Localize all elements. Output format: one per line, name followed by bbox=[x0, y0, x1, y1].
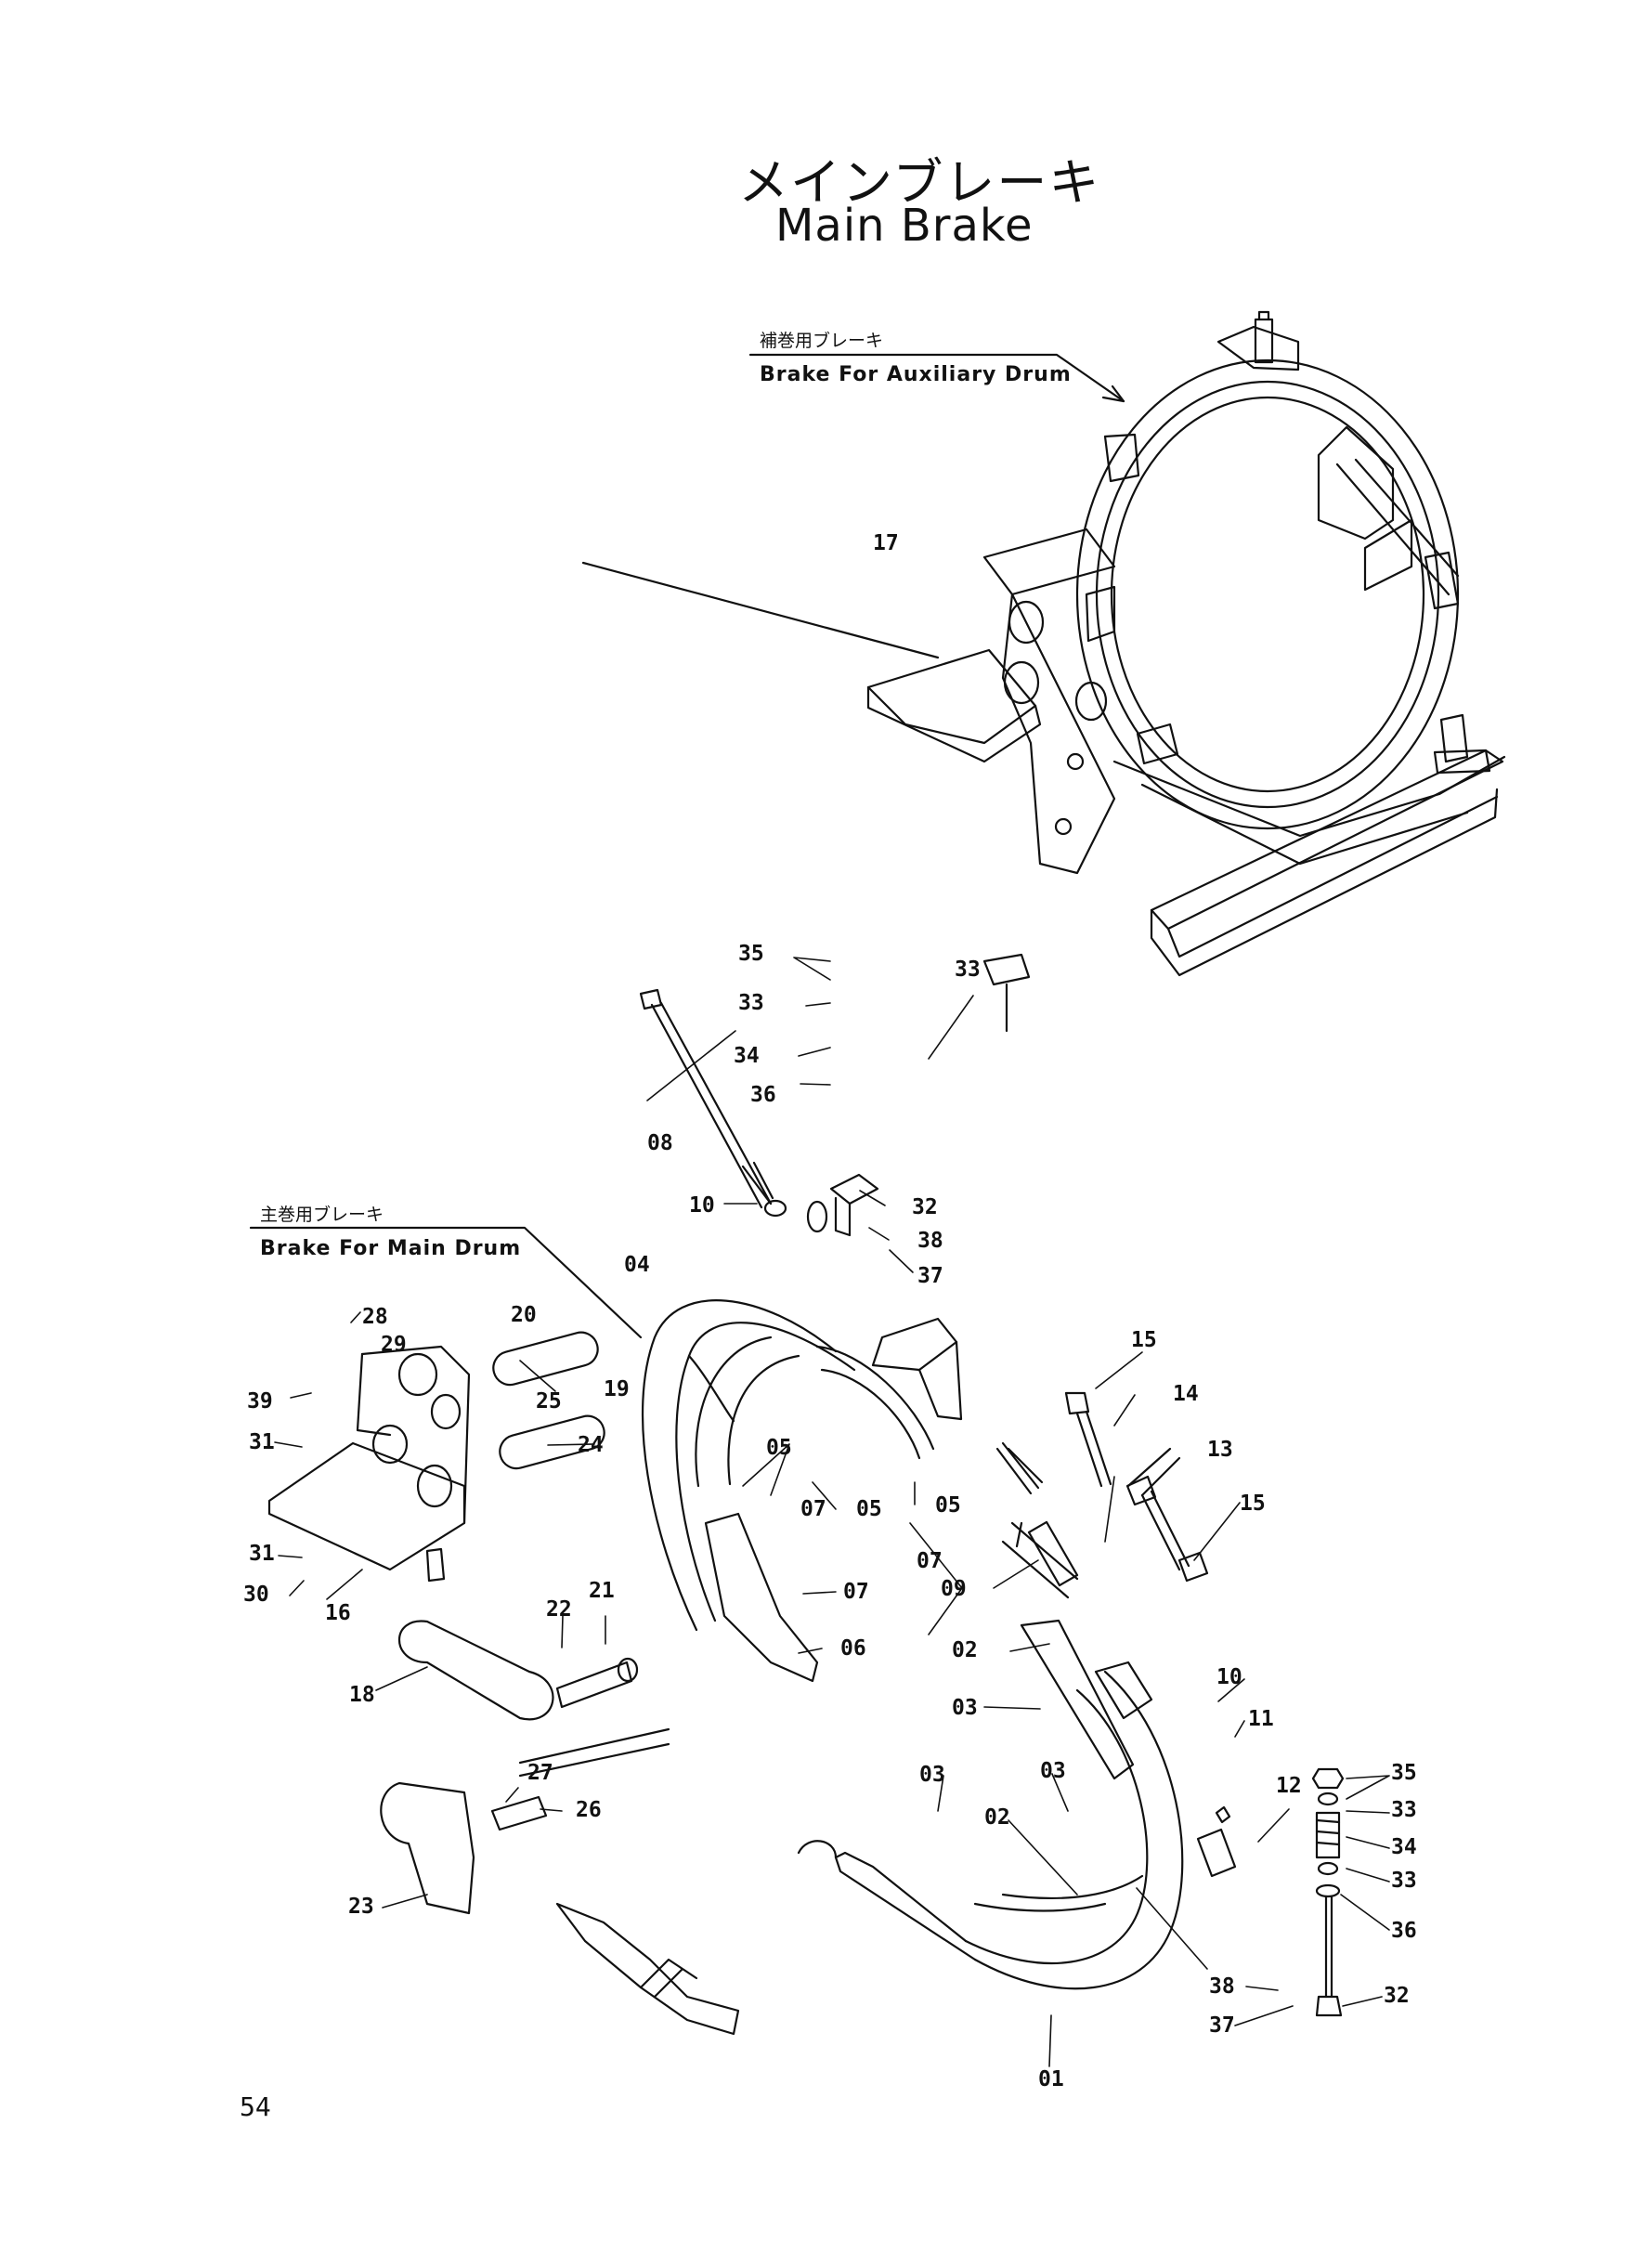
part-label: 28 bbox=[362, 1305, 388, 1329]
leader-lines bbox=[274, 957, 1390, 2067]
part-label: 13 bbox=[1207, 1438, 1233, 1462]
part-label: 10 bbox=[689, 1193, 715, 1218]
part-label: 25 bbox=[536, 1389, 562, 1414]
part-label: 19 bbox=[604, 1377, 630, 1401]
part-label: 11 bbox=[1248, 1707, 1274, 1731]
main-brake-caption: 主巻用ブレーキ Brake For Main Drum bbox=[260, 1201, 521, 1260]
part-label: 12 bbox=[1276, 1774, 1302, 1798]
main-brake-caption-en: Brake For Main Drum bbox=[260, 1237, 522, 1260]
part-label: 03 bbox=[952, 1696, 978, 1720]
part-label: 15 bbox=[1131, 1328, 1157, 1352]
part-label: 24 bbox=[578, 1433, 604, 1457]
aux-brake-caption-en: Brake For Auxiliary Drum bbox=[760, 363, 1072, 386]
part-label: 14 bbox=[1173, 1382, 1199, 1406]
part-label: 38 bbox=[917, 1229, 943, 1253]
aux-brake-caption: 補巻用ブレーキ Brake For Auxiliary Drum bbox=[760, 327, 1072, 386]
part-label: 05 bbox=[856, 1497, 882, 1521]
part-label: 32 bbox=[1384, 1984, 1410, 2008]
part-label: 16 bbox=[325, 1601, 351, 1625]
part-label: 07 bbox=[843, 1580, 869, 1604]
part-label: 02 bbox=[952, 1638, 978, 1662]
part-label: 29 bbox=[381, 1333, 407, 1357]
part-label: 35 bbox=[1391, 1761, 1417, 1785]
linings-05-06 bbox=[695, 1335, 935, 1683]
part-label: 32 bbox=[912, 1195, 938, 1219]
part-label: 04 bbox=[624, 1253, 650, 1277]
part-label: 30 bbox=[243, 1583, 269, 1607]
part-label: 27 bbox=[527, 1761, 553, 1785]
part-label: 31 bbox=[249, 1430, 275, 1454]
part-label: 23 bbox=[348, 1895, 374, 1919]
part-label: 10 bbox=[1216, 1665, 1242, 1689]
part-label: 34 bbox=[1391, 1835, 1417, 1859]
main-band-01 bbox=[797, 1619, 1184, 1990]
lever-linkage bbox=[267, 1331, 740, 2036]
right-adjuster-stack bbox=[1311, 1767, 1345, 2017]
part-label: 39 bbox=[247, 1389, 273, 1414]
part-label: 17 bbox=[873, 531, 899, 555]
part-label: 33 bbox=[955, 958, 981, 982]
part-label: 35 bbox=[738, 942, 764, 966]
main-brake-caption-jp: 主巻用ブレーキ bbox=[260, 1205, 384, 1225]
leader-17 bbox=[581, 561, 940, 659]
part-label: 15 bbox=[1240, 1492, 1266, 1516]
main-band-04 bbox=[641, 1299, 963, 1632]
part-label: 33 bbox=[1391, 1798, 1417, 1822]
part-label: 37 bbox=[917, 1264, 943, 1288]
part-label: 01 bbox=[1038, 2067, 1064, 2091]
aux-brake-caption-jp: 補巻用ブレーキ bbox=[760, 331, 884, 351]
part-label: 37 bbox=[1209, 2013, 1235, 2038]
part-label: 33 bbox=[738, 991, 764, 1015]
caption-leaders bbox=[249, 353, 1125, 1339]
part-label: 08 bbox=[647, 1131, 673, 1155]
part-label: 21 bbox=[589, 1579, 615, 1603]
part-label: 06 bbox=[840, 1636, 866, 1661]
part-label: 31 bbox=[249, 1542, 275, 1566]
part-label: 09 bbox=[941, 1577, 967, 1601]
page-number: 54 bbox=[240, 2091, 271, 2122]
part-label: 07 bbox=[800, 1497, 826, 1521]
part-label: 02 bbox=[984, 1805, 1010, 1830]
part-label: 03 bbox=[1040, 1759, 1066, 1783]
part-label: 38 bbox=[1209, 1974, 1235, 1999]
part-label: 36 bbox=[750, 1083, 776, 1107]
part-label: 07 bbox=[917, 1549, 943, 1573]
part-label: 22 bbox=[546, 1597, 572, 1622]
aux-drum-brake-assembly bbox=[581, 310, 1506, 977]
part-label: 36 bbox=[1391, 1919, 1417, 1943]
part-label: 05 bbox=[935, 1493, 961, 1518]
part-label: 20 bbox=[511, 1303, 537, 1327]
part-label: 33 bbox=[1391, 1869, 1417, 1893]
part-label: 03 bbox=[919, 1763, 945, 1787]
part-label: 34 bbox=[734, 1044, 760, 1068]
part-label: 26 bbox=[576, 1798, 602, 1822]
title-english: Main Brake bbox=[775, 200, 1034, 252]
part-label: 18 bbox=[349, 1683, 375, 1707]
main-band-hardware bbox=[639, 953, 1237, 1878]
title-japanese: メインブレーキ bbox=[738, 153, 1101, 212]
part-label: 05 bbox=[766, 1436, 792, 1460]
